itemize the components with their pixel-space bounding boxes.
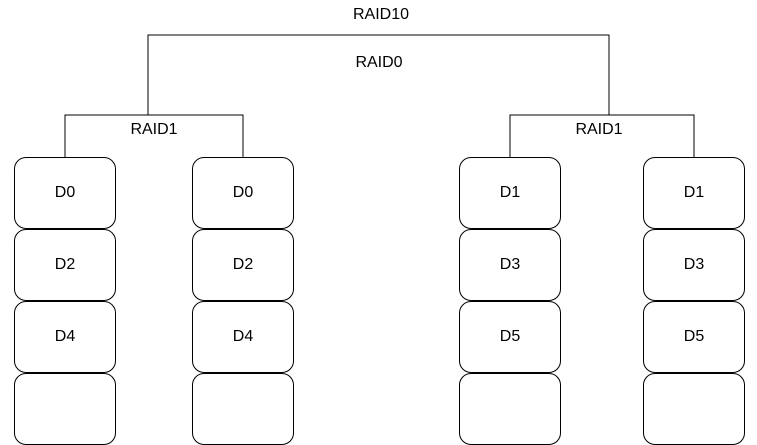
raid1-left-label: RAID1: [130, 121, 178, 138]
disk-col2-row4: [192, 373, 294, 445]
disk-col3-row4: [459, 373, 561, 445]
raid0-label: RAID0: [355, 54, 403, 71]
disk-col1-row3: D4: [14, 301, 116, 373]
disk-col3-row2: D3: [459, 229, 561, 301]
disk-col4-row4: [643, 373, 745, 445]
disk-col3-row1: D1: [459, 157, 561, 229]
disk-col4-row3: D5: [643, 301, 745, 373]
disk-col1-row2: D2: [14, 229, 116, 301]
raid1-right-label: RAID1: [575, 121, 623, 138]
raid10-label: RAID10: [352, 6, 410, 23]
disk-col4-row2: D3: [643, 229, 745, 301]
disk-col1-row4: [14, 373, 116, 445]
disk-col2-row3: D4: [192, 301, 294, 373]
raid1-left-bracket: [64, 114, 244, 157]
disk-col1-row1: D0: [14, 157, 116, 229]
disk-col2-row1: D0: [192, 157, 294, 229]
disk-col4-row1: D1: [643, 157, 745, 229]
disk-col2-row2: D2: [192, 229, 294, 301]
connector-lines: [64, 34, 695, 157]
disk-col3-row3: D5: [459, 301, 561, 373]
raid1-right-bracket: [509, 114, 695, 157]
raid0-bracket: [147, 34, 610, 115]
